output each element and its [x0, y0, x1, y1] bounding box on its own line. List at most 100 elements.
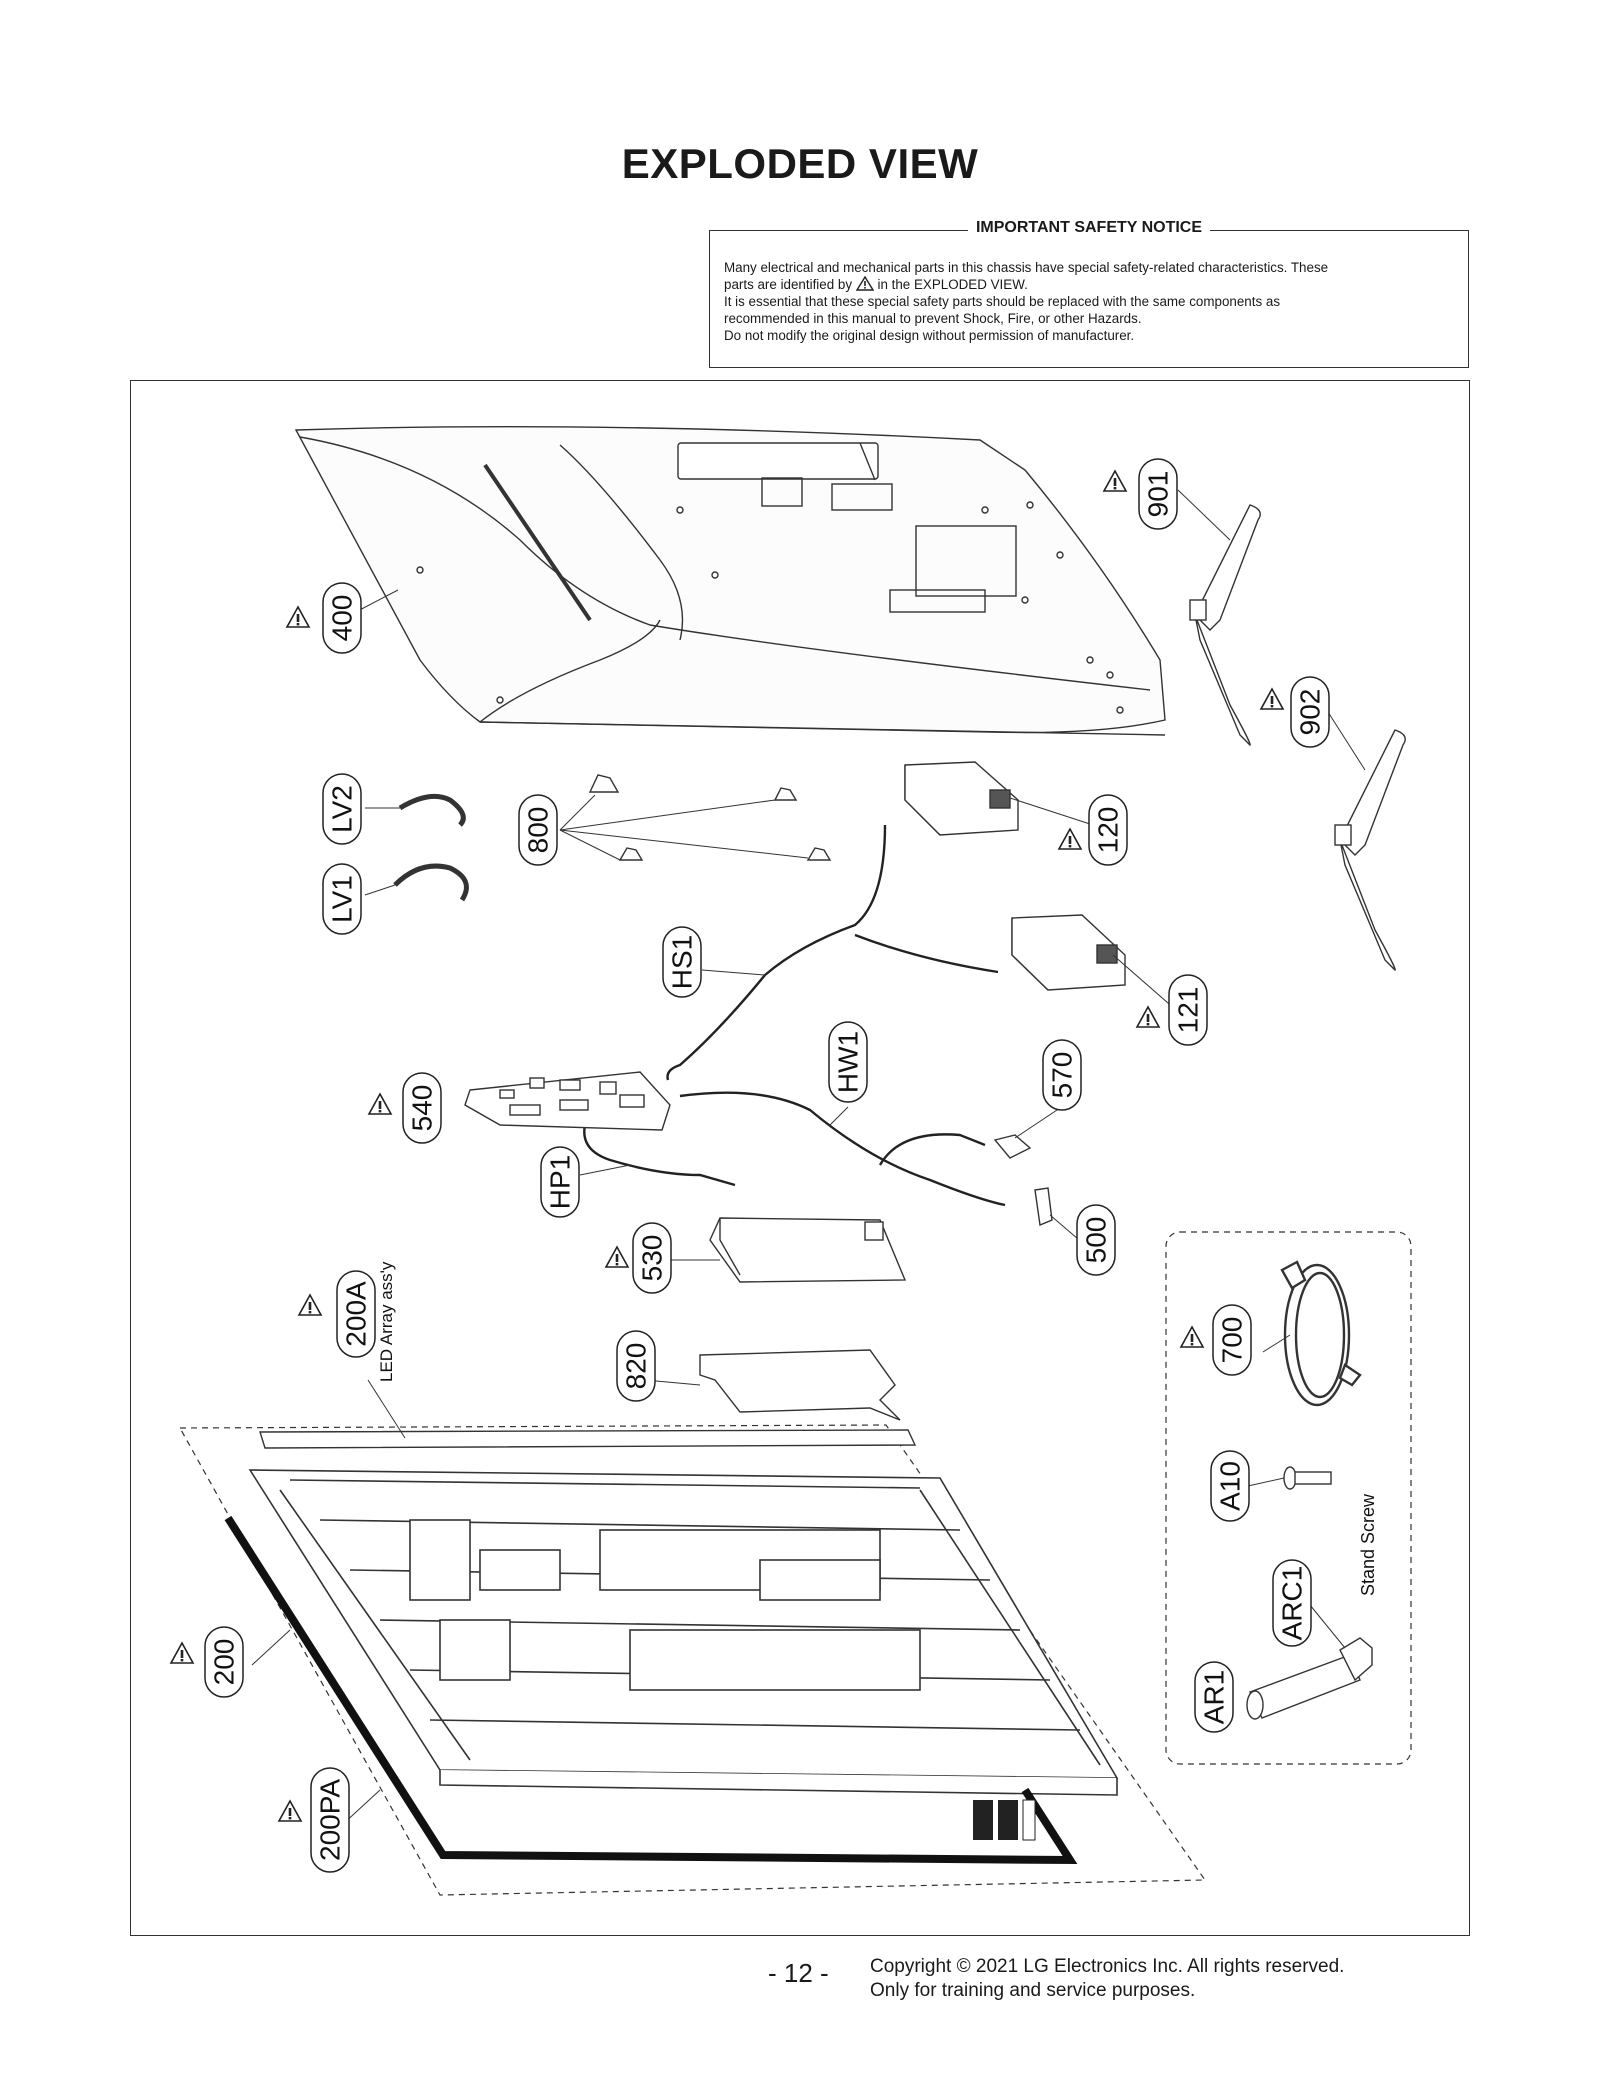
callout-200pa: 200PA: [310, 1767, 350, 1873]
warning-triangle-icon: [298, 1294, 322, 1316]
callout-540-label: 540: [407, 1085, 438, 1132]
callout-hp1: HP1: [540, 1146, 580, 1218]
copyright-line-1: Copyright © 2021 LG Electronics Inc. All…: [870, 1956, 1345, 1977]
panel-sheet: [224, 1515, 1078, 1865]
shield-sheet: [699, 1349, 901, 1421]
leader-lines: [251, 489, 1366, 1826]
callout-570: 570: [1042, 1039, 1082, 1111]
callout-500: 500: [1076, 1204, 1116, 1276]
callout-800-label: 800: [523, 807, 554, 854]
callout-400: 400: [322, 582, 362, 654]
diagram-frame: [130, 380, 1470, 1936]
callout-hw1: HW1: [828, 1021, 868, 1103]
callout-121-label: 121: [1173, 987, 1204, 1034]
callout-ar1: AR1: [1194, 1661, 1234, 1733]
power-board: [709, 1217, 907, 1283]
callout-hw1-label: HW1: [833, 1031, 864, 1093]
callout-570-label: 570: [1047, 1052, 1078, 1099]
callout-lv2: LV2: [322, 773, 362, 845]
callout-530-label: 530: [637, 1235, 668, 1282]
safety-notice-box: IMPORTANT SAFETY NOTICE Many electrical …: [709, 219, 1469, 368]
callout-hp1-label: HP1: [545, 1155, 576, 1209]
callout-200pa-label: 200PA: [315, 1779, 346, 1861]
callout-530: 530: [632, 1222, 672, 1294]
callout-500-label: 500: [1081, 1217, 1112, 1264]
copyright-line-2: Only for training and service purposes.: [870, 1980, 1196, 2001]
power-cord: [1280, 1260, 1362, 1407]
callout-200a: 200A: [336, 1270, 376, 1358]
notice-line-5: Do not modify the original design withou…: [724, 328, 1135, 343]
notice-line-1: Many electrical and mechanical parts in …: [724, 260, 1329, 275]
warning-triangle-icon: [1180, 1326, 1204, 1348]
callout-lv2-label: LV2: [327, 785, 358, 833]
warning-triangle-icon: [1136, 1006, 1160, 1028]
notice-line-4: recommended in this manual to prevent Sh…: [724, 311, 1142, 326]
led-array-note: LED Array ass'y: [377, 1261, 396, 1382]
notice-line-2a: parts are identified by: [724, 277, 853, 292]
notice-line-3: It is essential that these special safet…: [724, 294, 1281, 309]
callout-arc1-label: ARC1: [1277, 1566, 1308, 1641]
speaker-120: [904, 761, 1019, 836]
callout-lv1: LV1: [322, 863, 362, 935]
warning-triangle-icon: [1058, 828, 1082, 850]
stand-screw: [1283, 1466, 1332, 1490]
remote-control: [1246, 1654, 1361, 1720]
callout-400-label: 400: [327, 595, 358, 642]
main-board: [464, 1071, 671, 1131]
callout-120-label: 120: [1093, 807, 1124, 854]
callout-820: 820: [616, 1330, 656, 1402]
stand-right: [1334, 729, 1406, 971]
callout-hs1: HS1: [662, 926, 702, 998]
panel-assembly-outline: [178, 1424, 1207, 1896]
callout-120: 120: [1088, 794, 1128, 866]
callout-820-label: 820: [621, 1343, 652, 1390]
callout-a10: A10: [1210, 1450, 1250, 1522]
callout-hs1-label: HS1: [667, 935, 698, 989]
callout-901-label: 901: [1143, 471, 1174, 518]
lv-cables: [393, 793, 469, 902]
stand-left: [1189, 504, 1261, 746]
warning-triangle-icon: [1103, 470, 1127, 492]
panel-frame: [248, 1469, 1119, 1796]
harness-wires: [583, 824, 1006, 1207]
warning-triangle-icon: [278, 1800, 302, 1822]
accessory-box: [1165, 1231, 1412, 1765]
remote-holder: [1339, 1637, 1373, 1682]
key-board-500: [1034, 1187, 1053, 1226]
callout-ar1-label: AR1: [1199, 1670, 1230, 1724]
back-cover: [294, 425, 1166, 736]
callout-800: 800: [518, 794, 558, 866]
callout-lv1-label: LV1: [327, 875, 358, 923]
callout-700: 700: [1212, 1304, 1252, 1376]
callout-700-label: 700: [1217, 1317, 1248, 1364]
panel-label-bars: [973, 1799, 1036, 1841]
callout-902-label: 902: [1295, 689, 1326, 736]
callout-901: 901: [1138, 458, 1178, 530]
callout-902: 902: [1290, 676, 1330, 748]
callout-200-label: 200: [209, 1639, 240, 1686]
brackets: [588, 774, 832, 861]
led-array-bar: [259, 1429, 917, 1449]
copyright-notice: Copyright © 2021 LG Electronics Inc. All…: [870, 1955, 1344, 2003]
safety-notice-text: Many electrical and mechanical parts in …: [724, 259, 1454, 344]
callout-a10-label: A10: [1215, 1461, 1246, 1511]
warning-triangle-icon: [368, 1093, 392, 1115]
notice-line-2b: in the EXPLODED VIEW.: [877, 277, 1028, 292]
callout-121: 121: [1168, 974, 1208, 1046]
callout-arc1: ARC1: [1272, 1559, 1312, 1647]
safety-notice-title: IMPORTANT SAFETY NOTICE: [967, 219, 1211, 236]
warning-triangle-icon: [855, 276, 874, 291]
callout-540: 540: [402, 1072, 442, 1144]
speaker-121: [1011, 914, 1126, 991]
callout-200: 200: [204, 1626, 244, 1698]
ir-board-570: [993, 1134, 1032, 1159]
stand-screw-note: Stand Screw: [1358, 1493, 1378, 1596]
warning-triangle-icon: [1260, 688, 1284, 710]
callout-200a-label: 200A: [341, 1281, 372, 1347]
page-title: EXPLODED VIEW: [621, 140, 979, 187]
page-number: - 12 -: [768, 1958, 829, 1988]
warning-triangle-icon: [170, 1642, 194, 1664]
warning-triangle-icon: [286, 606, 310, 628]
warning-triangle-icon: [605, 1246, 629, 1268]
